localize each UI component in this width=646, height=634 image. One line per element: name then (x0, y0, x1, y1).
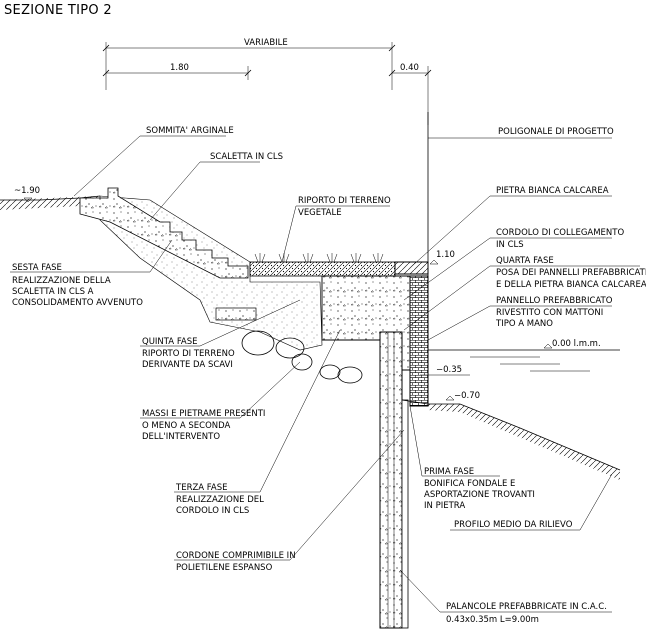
svg-text:IN CLS: IN CLS (496, 240, 524, 250)
svg-text:POLIGONALE DI PROGETTO: POLIGONALE DI PROGETTO (498, 127, 614, 137)
svg-text:PALANCOLE PREFABBRICATE IN C.A: PALANCOLE PREFABBRICATE IN C.A.C. (446, 602, 607, 612)
svg-text:SCALETTA IN CLS A: SCALETTA IN CLS A (12, 287, 94, 297)
label-profilo: PROFILO MEDIO DA RILIEVO (450, 473, 613, 531)
svg-text:REALIZZAZIONE DEL: REALIZZAZIONE DEL (176, 495, 264, 505)
dim-0-40-label: 0.40 (400, 63, 419, 73)
pannello-prefabbricato (409, 275, 429, 407)
dimension-0-40: 0.40 (388, 63, 432, 125)
riverbed-profile: −0.70 (401, 391, 621, 480)
dim-variabile-label: VARIABILE (244, 38, 288, 48)
svg-text:SCALETTA IN CLS: SCALETTA IN CLS (210, 152, 283, 162)
label-sommita: SOMMITA' ARGINALE (73, 126, 234, 197)
svg-text:MASSI E PIETRAME PRESENTI: MASSI E PIETRAME PRESENTI (142, 409, 265, 419)
label-sesta-fase: SESTA FASE REALIZZAZIONE DELLA SCALETTA … (10, 239, 173, 308)
svg-text:CORDONE COMPRIMIBILE IN: CORDONE COMPRIMIBILE IN (176, 551, 296, 561)
svg-text:CONSOLIDAMENTO AVVENUTO: CONSOLIDAMENTO AVVENUTO (12, 298, 143, 308)
dimension-1-80: 1.80 (102, 63, 252, 80)
label-pietra-bianca: PIETRA BIANCA CALCAREA (411, 186, 612, 267)
water-level: 0.00 l.m.m. −0.35 (420, 339, 620, 376)
svg-text:RIVESTITO CON MATTONI: RIVESTITO CON MATTONI (496, 308, 603, 318)
svg-text:REALIZZAZIONE DELLA: REALIZZAZIONE DELLA (12, 276, 111, 286)
svg-text:DELL'INTERVENTO: DELL'INTERVENTO (142, 432, 220, 442)
label-massi: MASSI E PIETRAME PRESENTI O MENO A SECON… (140, 361, 301, 442)
dimension-variabile: VARIABILE (102, 38, 396, 90)
svg-text:PIETRA BIANCA CALCAREA: PIETRA BIANCA CALCAREA (496, 186, 609, 196)
svg-text:SOMMITA' ARGINALE: SOMMITA' ARGINALE (146, 126, 234, 136)
vegetal-layer (249, 261, 396, 277)
label-quinta-fase: QUINTA FASE RIPORTO DI TERRENO DERIVANTE… (140, 299, 301, 370)
massi-pietrame (241, 330, 363, 384)
svg-text:PRIMA FASE: PRIMA FASE (424, 467, 474, 477)
label-scaletta: SCALETTA IN CLS (149, 152, 283, 221)
svg-text:PANNELLO PREFABBRICATO: PANNELLO PREFABBRICATO (496, 296, 613, 306)
svg-text:ASPORTAZIONE TROVANTI: ASPORTAZIONE TROVANTI (424, 490, 535, 500)
svg-text:DERIVANTE DA SCAVI: DERIVANTE DA SCAVI (142, 360, 233, 370)
label-pannello: PANNELLO PREFABBRICATO RIVESTITO CON MAT… (427, 296, 613, 341)
label-cordone: CORDONE COMPRIMIBILE IN POLIETILENE ESPA… (174, 429, 405, 573)
ground-left: ~1.90 (0, 186, 101, 210)
svg-text:QUARTA FASE: QUARTA FASE (496, 256, 554, 266)
svg-text:CORDOLO IN CLS: CORDOLO IN CLS (176, 506, 249, 516)
svg-text:RIPORTO DI TERRENO: RIPORTO DI TERRENO (298, 196, 391, 206)
pietra-bianca-cap (394, 261, 429, 275)
dim-1-80-label: 1.80 (170, 63, 189, 73)
svg-text:0.43x0.35m L=9.00m: 0.43x0.35m L=9.00m (446, 615, 539, 625)
label-terza-fase: TERZA FASE REALIZZAZIONE DEL CORDOLO IN … (174, 329, 341, 516)
svg-text:SESTA FASE: SESTA FASE (12, 263, 62, 273)
level-top-left: ~1.90 (14, 186, 40, 196)
svg-text:POLIETILENE ESPANSO: POLIETILENE ESPANSO (176, 563, 273, 573)
level-water: 0.00 l.m.m. (552, 339, 601, 349)
label-riporto-vegetale: RIPORTO DI TERRENO VEGETALE (281, 196, 391, 263)
svg-text:E DELLA PIETRA BIANCA CALCAREA: E DELLA PIETRA BIANCA CALCAREA (496, 280, 646, 290)
level-minus-070: −0.70 (454, 391, 480, 401)
label-cordolo: CORDOLO DI COLLEGAMENTO IN CLS (403, 228, 624, 301)
svg-text:VEGETALE: VEGETALE (298, 208, 342, 218)
label-poligonale: POLIGONALE DI PROGETTO (428, 127, 614, 139)
svg-text:CORDOLO DI COLLEGAMENTO: CORDOLO DI COLLEGAMENTO (496, 228, 624, 238)
label-quarta-fase: QUARTA FASE POSA DEI PANNELLI PREFABBRIC… (403, 256, 646, 331)
svg-text:BONIFICA FONDALE E: BONIFICA FONDALE E (424, 479, 515, 489)
palancola (379, 331, 403, 629)
step-footing (215, 307, 257, 321)
level-1-10: 1.10 (436, 250, 455, 260)
label-palancole: PALANCOLE PREFABBRICATE IN C.A.C. 0.43x0… (399, 569, 612, 625)
svg-text:IN PIETRA: IN PIETRA (424, 501, 465, 511)
svg-text:RIPORTO DI TERRENO: RIPORTO DI TERRENO (142, 349, 235, 359)
scaletta-steps (79, 187, 249, 279)
label-prima-fase: PRIMA FASE BONIFICA FONDALE E ASPORTAZIO… (409, 405, 535, 511)
level-minus-035: −0.35 (436, 365, 462, 375)
svg-text:QUINTA FASE: QUINTA FASE (142, 337, 198, 347)
cordone-polietilene (401, 399, 409, 629)
grass-tufts (254, 253, 384, 263)
svg-text:POSA DEI PANNELLI PREFABBRICAT: POSA DEI PANNELLI PREFABBRICATI (496, 268, 646, 278)
svg-text:O MENO A SECONDA: O MENO A SECONDA (142, 421, 231, 431)
section-title: SEZIONE TIPO 2 (4, 3, 112, 18)
svg-text:TIPO A MANO: TIPO A MANO (495, 319, 553, 329)
svg-text:TERZA FASE: TERZA FASE (175, 483, 228, 493)
svg-text:PROFILO MEDIO DA RILIEVO: PROFILO MEDIO DA RILIEVO (454, 520, 573, 530)
